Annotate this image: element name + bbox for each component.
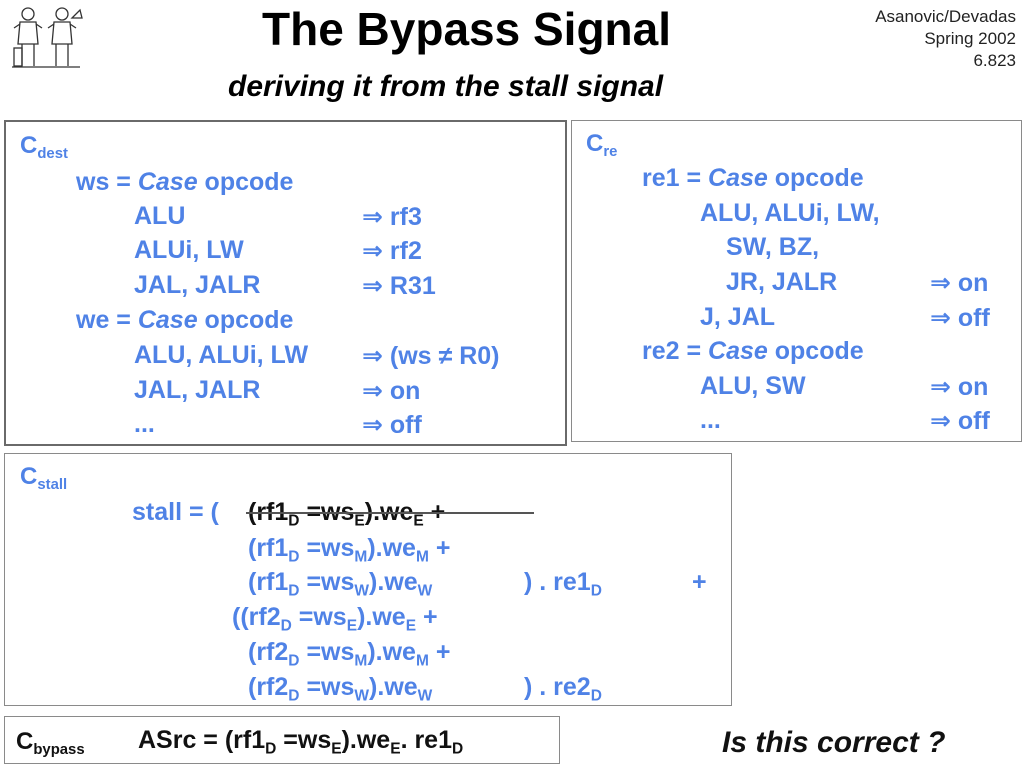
re2-line-1-right: ⇒ on — [930, 373, 989, 401]
stall-term-4: ((rf2D =wsE).weE + — [232, 603, 438, 635]
re2-case-line: re2 = Case opcode — [642, 337, 864, 365]
ws-row-2-left: ALUi, LW — [134, 236, 244, 264]
author-line-2: Spring 2002 — [924, 29, 1016, 48]
stall-term-5: (rf2D =wsM).weM + — [248, 638, 451, 670]
ws-row-3-left: JAL, JALR — [134, 271, 261, 299]
strikethrough-line — [246, 512, 534, 514]
cre-label: Cre — [586, 130, 618, 161]
author-line-3: 6.823 — [973, 51, 1016, 70]
we-row-2-left: JAL, JALR — [134, 376, 261, 404]
stall-term-6: (rf2D =wsW).weW — [248, 673, 433, 705]
ws-row-1-right: ⇒ rf3 — [362, 203, 422, 231]
re1-line-2: SW, BZ, — [726, 233, 820, 261]
cre-box — [571, 120, 1022, 442]
page-subtitle: deriving it from the stall signal — [228, 70, 664, 103]
stall-term-3: (rf1D =wsW).weW — [248, 568, 433, 600]
re1-case-line: re1 = Case opcode — [642, 164, 864, 192]
cdest-box — [4, 120, 567, 446]
cbypass-expression: ASrc = (rf1D =wsE).weE. re1D — [138, 726, 464, 758]
re1-line-1: ALU, ALUi, LW, — [700, 199, 880, 227]
re2-line-1: ALU, SW — [700, 372, 806, 400]
re2-line-2: ... — [700, 406, 721, 434]
stall-term-6-tail: ) . re2D — [524, 673, 602, 705]
stall-term-3-plus: + — [692, 568, 707, 596]
ws-row-3-right: ⇒ R31 — [362, 272, 436, 300]
ws-row-2-right: ⇒ rf2 — [362, 237, 422, 265]
page-title: The Bypass Signal — [262, 3, 672, 55]
stall-term-3-tail: ) . re1D — [524, 568, 602, 600]
we-row-2-right: ⇒ on — [362, 377, 421, 405]
author-line-1: Asanovic/Devadas — [875, 7, 1016, 26]
cdest-label: Cdest — [20, 132, 68, 163]
re2-line-2-right: ⇒ off — [930, 407, 990, 435]
question-text: Is this correct ? — [722, 726, 946, 759]
re1-line-3: JR, JALR — [726, 268, 838, 296]
ws-row-1-left: ALU — [134, 202, 186, 230]
re1-line-3-right: ⇒ on — [930, 269, 989, 297]
author-block: Asanovic/Devadas Spring 2002 6.823 — [875, 6, 1016, 72]
cbypass-label: Cbypass — [16, 728, 85, 759]
stall-prefix: stall = ( — [132, 498, 219, 526]
stall-term-2: (rf1D =wsM).weM + — [248, 534, 451, 566]
we-row-3-right: ⇒ off — [362, 411, 422, 439]
cstall-label: Cstall — [20, 463, 68, 494]
we-row-3-left: ... — [134, 410, 155, 438]
cbypass-box — [4, 716, 560, 764]
ws-case-line: ws = Case opcode — [76, 168, 294, 196]
we-row-1-left: ALU, ALUi, LW — [134, 341, 309, 369]
we-row-1-right: ⇒ (ws ≠ R0) — [362, 342, 500, 370]
re1-line-4-right: ⇒ off — [930, 304, 990, 332]
re1-line-4: J, JAL — [700, 303, 776, 331]
we-case-line: we = Case opcode — [76, 306, 294, 334]
mit-logo-icon — [12, 7, 83, 68]
cstall-box — [4, 453, 732, 706]
